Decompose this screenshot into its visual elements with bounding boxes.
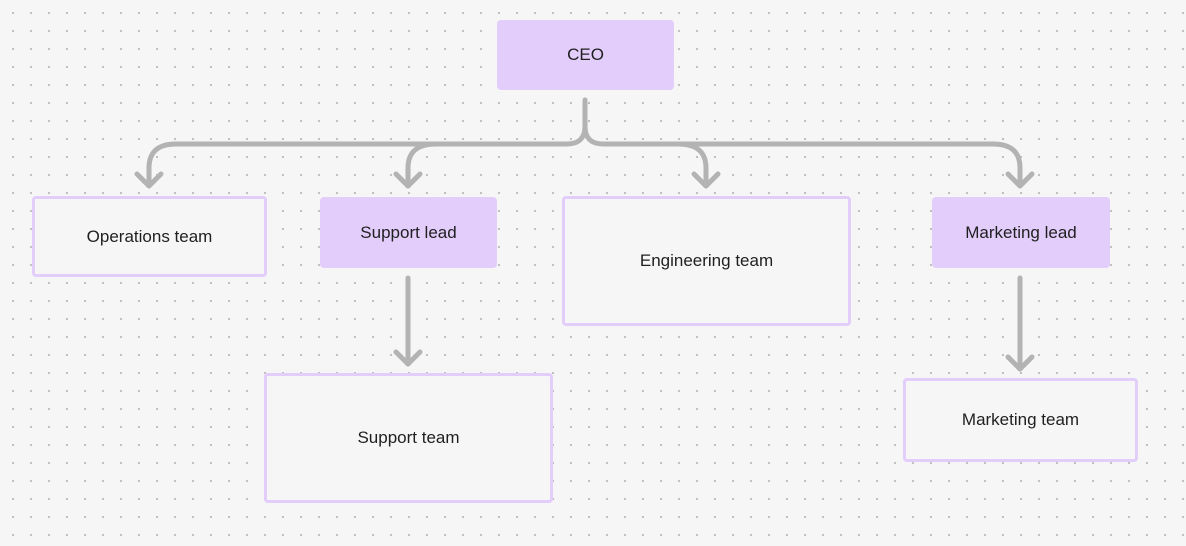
connector-ceo-to-engineering	[582, 123, 709, 189]
arrowhead-marketing-team	[1005, 354, 1035, 372]
node-support-lead-label: Support lead	[360, 222, 457, 242]
node-operations-team[interactable]: Operations team	[32, 196, 267, 277]
connector-ceo-to-marketing-lead	[675, 141, 1023, 189]
node-ceo[interactable]: CEO	[497, 20, 674, 90]
node-support-lead[interactable]: Support lead	[320, 197, 497, 268]
arrowhead-support-lead	[393, 171, 423, 189]
connector-ceo-to-operations	[146, 123, 588, 189]
node-engineering-team-label: Engineering team	[639, 251, 774, 270]
node-marketing-team[interactable]: Marketing team	[903, 378, 1138, 462]
node-marketing-lead[interactable]: Marketing lead	[932, 197, 1110, 268]
arrowhead-support-team	[393, 349, 423, 367]
node-support-team-label: Support team	[357, 428, 460, 447]
node-marketing-team-label: Marketing team	[961, 410, 1080, 429]
node-ceo-label: CEO	[567, 45, 604, 64]
arrowhead-marketing-lead	[1005, 171, 1035, 189]
connector-ceo-to-support-lead	[405, 141, 439, 189]
node-support-team[interactable]: Support team	[264, 373, 553, 503]
node-engineering-team[interactable]: Engineering team	[562, 196, 851, 326]
arrowhead-operations	[134, 171, 164, 189]
arrowhead-engineering	[691, 171, 721, 189]
node-operations-team-label: Operations team	[86, 226, 213, 246]
node-marketing-lead-label: Marketing lead	[965, 222, 1077, 242]
